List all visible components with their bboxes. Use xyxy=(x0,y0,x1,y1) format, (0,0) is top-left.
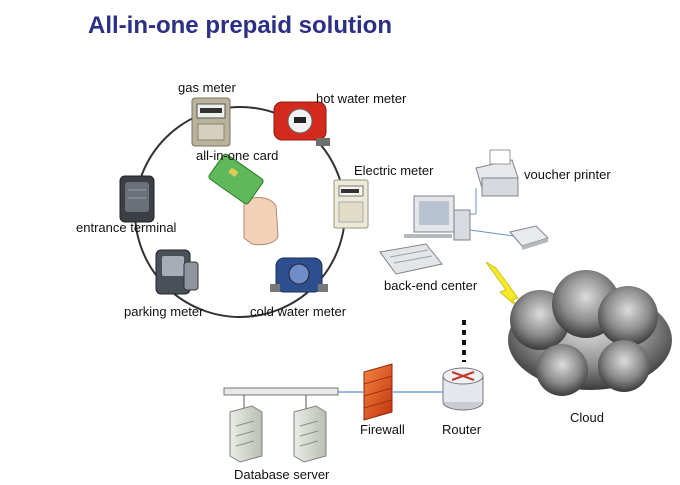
back-end-computer-icon xyxy=(379,195,471,275)
all-in-one-card-label: all-in-one card xyxy=(196,148,279,163)
voucher-printer-label: voucher printer xyxy=(524,167,611,182)
card-reader-icon xyxy=(509,225,549,250)
hot-water-meter-label: hot water meter xyxy=(316,91,407,106)
back-end-center-label: back-end center xyxy=(384,278,478,293)
database-server-icon xyxy=(293,405,327,463)
database-server-label: Database server xyxy=(234,467,330,482)
cold-water-meter-icon xyxy=(270,257,328,293)
parking-meter-icon xyxy=(155,249,199,295)
entrance-terminal-icon xyxy=(119,175,155,223)
card-in-hand-icon xyxy=(208,153,279,246)
page-title: All-in-one prepaid solution xyxy=(88,12,392,39)
network-links xyxy=(469,188,515,237)
cloud-icon xyxy=(508,270,672,396)
gas-meter-label: gas meter xyxy=(178,80,236,95)
database-server-icon xyxy=(229,405,263,463)
firewall-icon xyxy=(363,363,393,421)
firewall-label: Firewall xyxy=(360,422,405,437)
cold-water-meter-label: cold water meter xyxy=(250,304,347,319)
voucher-printer-icon xyxy=(475,149,519,197)
router-label: Router xyxy=(442,422,482,437)
router-icon xyxy=(442,367,484,411)
gas-meter-icon xyxy=(191,97,231,147)
electric-meter-icon xyxy=(333,179,369,229)
parking-meter-label: parking meter xyxy=(124,304,204,319)
lan-bus xyxy=(223,387,339,396)
entrance-terminal-label: entrance terminal xyxy=(76,220,177,235)
electric-meter-label: Electric meter xyxy=(354,163,434,178)
hot-water-meter-icon xyxy=(273,101,330,146)
cloud-label: Cloud xyxy=(570,410,604,425)
